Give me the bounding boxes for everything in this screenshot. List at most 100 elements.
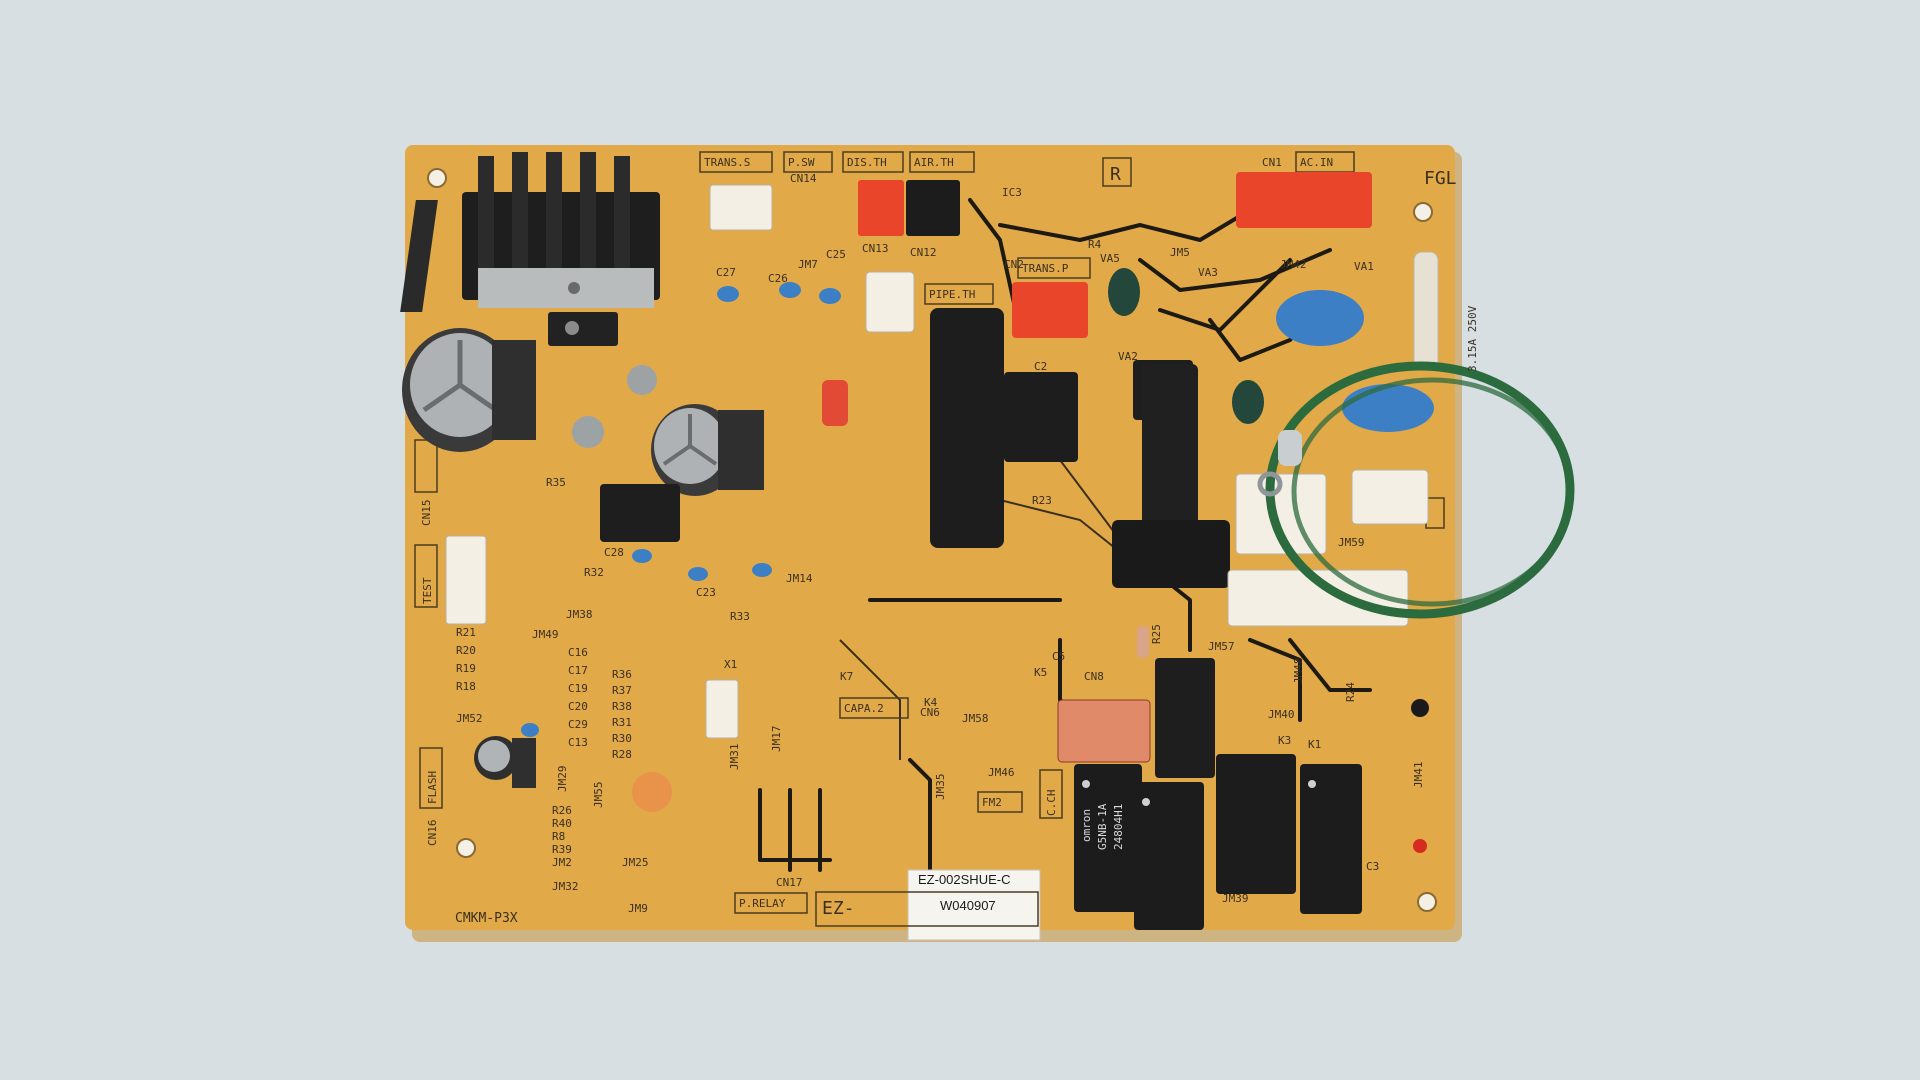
label-jm9: JM9	[628, 902, 648, 915]
label-cn16: CN16	[426, 820, 439, 847]
orange-capacitor	[632, 772, 672, 812]
label-jm49: JM49	[532, 628, 559, 641]
label-c23: C23	[696, 586, 716, 599]
label-va1: VA1	[1354, 260, 1374, 273]
label-cn8: CN8	[1084, 670, 1104, 683]
center-mark: R	[1110, 164, 1121, 185]
label-jm29: JM29	[556, 766, 569, 793]
label-c25: C25	[826, 248, 846, 261]
resistor-label-left-1: R20	[456, 644, 476, 657]
led-cluster-red	[822, 380, 848, 426]
sticker-part-number: EZ-002SHUE-C	[918, 872, 1010, 887]
label-ac-in: AC.IN	[1300, 156, 1333, 169]
resistor-group-label-5: R28	[612, 748, 632, 761]
label-jm42: JM42	[1280, 258, 1307, 271]
board-model: CMKM-P3X	[455, 911, 518, 926]
mount-hole-bottom-right	[1417, 892, 1437, 912]
serial-sticker: EZ-002SHUE-C W040907 EZ-	[815, 869, 1041, 941]
label-jm31: JM31	[728, 744, 741, 771]
label-cn12: CN12	[910, 246, 937, 259]
label-r35: R35	[546, 476, 566, 489]
label-r24: R24	[1344, 682, 1357, 702]
label-x1: X1	[724, 658, 737, 671]
label-jm52: JM52	[456, 712, 483, 725]
small-components	[521, 282, 1149, 737]
ic-block-center	[1004, 372, 1078, 462]
label-test: TEST	[421, 577, 434, 604]
label-jm48: JM48	[1292, 658, 1305, 685]
label-k1: K1	[1308, 738, 1321, 751]
label-cn6: CN6	[920, 706, 940, 719]
label-p-relay: P.RELAY	[739, 897, 786, 910]
resistor-group-label-0: R36	[612, 668, 632, 681]
label-c3: C3	[1366, 860, 1379, 873]
label-va2: VA2	[1118, 350, 1138, 363]
label-c2: C2	[1034, 360, 1047, 373]
label-jm58: JM58	[962, 712, 989, 725]
label-r25: R25	[1150, 624, 1163, 644]
mount-hole-bottom-left	[456, 838, 476, 858]
connectors	[445, 172, 1429, 763]
label-cn14: CN14	[790, 172, 817, 185]
capacitor-label-left-2: C19	[568, 682, 588, 695]
resistor-label-left-0: R21	[456, 626, 476, 639]
label-cn13: CN13	[862, 242, 889, 255]
relay-markings: omron G5NB-1A 24804H1	[1080, 803, 1125, 850]
resistor-group-label-2: R38	[612, 700, 632, 713]
label-r33: R33	[730, 610, 750, 623]
label-jm25: JM25	[622, 856, 649, 869]
label-k7: K7	[840, 670, 853, 683]
label-jm57: JM57	[1208, 640, 1235, 653]
label-cn2: CN2	[1004, 258, 1024, 271]
label-ic3: IC3	[1002, 186, 1022, 199]
lower-left-label-1: R40	[552, 817, 572, 830]
resistor-label-left-3: R18	[456, 680, 476, 693]
label-r32: R32	[584, 566, 604, 579]
relay-code: 24804H1	[1112, 804, 1125, 850]
lower-left-label-0: R26	[552, 804, 572, 817]
lower-left-label-2: R8	[552, 830, 565, 843]
relay-brand: omron	[1080, 809, 1093, 842]
label-va3: VA3	[1198, 266, 1218, 279]
capacitor-label-left-1: C17	[568, 664, 588, 677]
label-jm46: JM46	[988, 766, 1015, 779]
label-capa2: CAPA.2	[844, 702, 884, 715]
heatsink	[400, 152, 660, 346]
label-jm35: JM35	[934, 774, 947, 801]
label-k4: K4	[924, 696, 938, 709]
label-trans-p: TRANS.P	[1022, 262, 1069, 275]
ground-wire	[1257, 361, 1575, 619]
relay-model: G5NB-1A	[1096, 803, 1109, 850]
label-jm40: JM40	[1268, 708, 1295, 721]
label-jm17: JM17	[770, 726, 783, 753]
sticker-ez-prefix: EZ-	[822, 898, 855, 919]
label-jm14: JM14	[786, 572, 813, 585]
label-c27: C27	[716, 266, 736, 279]
silkscreen-text: FGL R CMKM-P3X TRANS.S P.SW DIS.TH AIR.T…	[420, 156, 1479, 926]
electrolytic-capacitors	[402, 328, 764, 788]
label-va5: VA5	[1100, 252, 1120, 265]
label-jm32: JM32	[552, 880, 579, 893]
label-jm55: JM55	[592, 782, 605, 809]
relays	[1074, 754, 1362, 930]
label-jm39: JM39	[1222, 892, 1249, 905]
label-trans-s: TRANS.S	[704, 156, 750, 169]
label-air-th: AIR.TH	[914, 156, 954, 169]
glass-fuse	[1413, 251, 1439, 371]
label-p-sw: P.SW	[788, 156, 815, 169]
corner-mark: FGL	[1424, 168, 1457, 189]
label-k5: K5	[1034, 666, 1047, 679]
label-c-ch: C.CH	[1045, 790, 1058, 817]
label-dis-th: DIS.TH	[847, 156, 887, 169]
capacitor-label-left-5: C13	[568, 736, 588, 749]
label-c28: C28	[604, 546, 624, 559]
transformer-base	[1112, 520, 1230, 588]
label-k3: K3	[1278, 734, 1291, 747]
label-cn17: CN17	[776, 876, 803, 889]
label-r4: R4	[1088, 238, 1102, 251]
